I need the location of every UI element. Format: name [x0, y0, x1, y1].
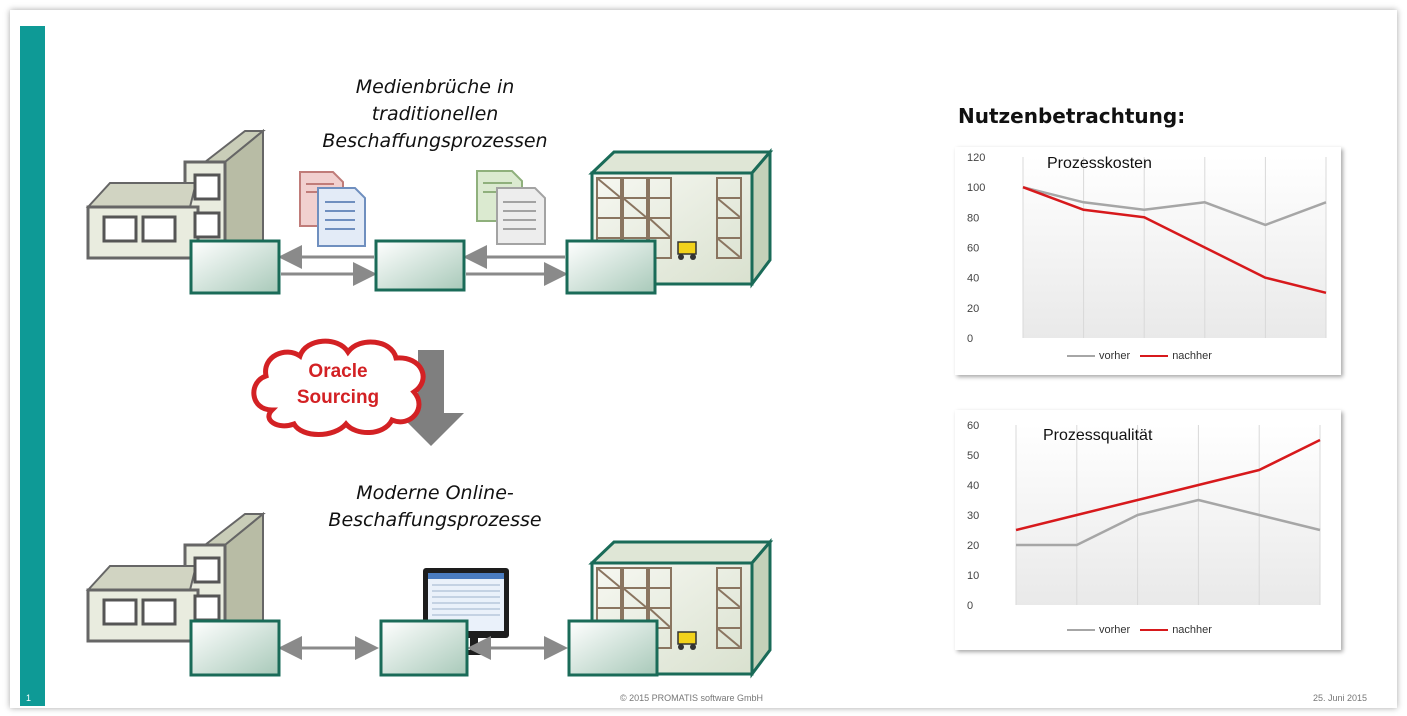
system-box: [189, 619, 281, 677]
y-tick-label: 80: [967, 212, 979, 224]
y-tick-label: 40: [967, 480, 979, 492]
y-tick-label: 40: [967, 273, 979, 285]
footer-copyright: © 2015 PROMATIS software GmbH: [620, 693, 764, 703]
caption-top-line-2: traditionellen: [371, 103, 499, 125]
document-icon: [299, 171, 366, 247]
caption-bottom-line-2: Beschaffungsprozesse: [328, 509, 542, 531]
chart-prozesskosten: Prozesskosten 0 20 40 60 80 100 120 vorher nac…: [955, 147, 1341, 375]
document-icon: [476, 170, 546, 245]
y-tick-label: 60: [967, 420, 979, 432]
chart-prozessqualitaet: Prozessqualität 0 10 20 30 40 50 60 vorher nac…: [955, 410, 1341, 650]
page-title: Nutzenbetrachtung:: [958, 104, 1186, 128]
chart-plot: 0 10 20 30 40 50 60: [967, 420, 1321, 612]
chart-legend: vorher nachher: [1067, 350, 1212, 362]
cloud-line-1: Oracle: [308, 361, 367, 382]
series-line-vorher: [1016, 498, 1321, 547]
legend-swatch-nachher: [1140, 355, 1169, 357]
system-box: [379, 619, 469, 677]
caption-top-line-1: Medienbrüche in: [355, 76, 515, 98]
y-tick-label: 50: [967, 450, 979, 462]
caption-bottom: Moderne Online- Beschaffungsprozesse: [290, 480, 580, 534]
series-line-nachher: [1015, 438, 1321, 532]
y-tick-label: 120: [967, 152, 985, 164]
slide-number: 1: [26, 693, 32, 703]
legend-label: nachher: [1172, 350, 1212, 362]
caption-top: Medienbrüche in traditionellen Beschaffu…: [290, 74, 580, 155]
y-tick-label: 30: [967, 510, 979, 522]
y-tick-label: 0: [967, 333, 973, 345]
system-box: [374, 239, 466, 292]
system-box: [565, 239, 657, 295]
legend-swatch-vorher: [1067, 355, 1095, 357]
legend-swatch-vorher: [1067, 629, 1095, 631]
plot-area: [1016, 425, 1320, 605]
legend-label: vorher: [1099, 624, 1131, 636]
company-building-icon: [85, 128, 266, 260]
y-tick-label: 60: [967, 243, 979, 255]
y-tick-label: 20: [967, 540, 979, 552]
accent-bar: [20, 26, 45, 706]
y-tick-label: 0: [967, 600, 973, 612]
system-box: [189, 239, 281, 295]
chart-title: Prozessqualität: [1043, 427, 1153, 444]
legend-label: vorher: [1099, 350, 1131, 362]
y-tick-label: 10: [967, 570, 979, 582]
series-line-nachher: [1022, 186, 1327, 295]
system-box: [567, 619, 659, 677]
y-tick-label: 20: [967, 303, 979, 315]
footer-date: 25. Juni 2015: [1313, 693, 1368, 703]
chart-legend: vorher nachher: [1067, 624, 1212, 636]
down-arrow-icon: [398, 350, 464, 446]
caption-bottom-line-1: Moderne Online-: [356, 482, 514, 504]
cloud-line-2: Sourcing: [297, 387, 379, 408]
caption-top-line-3: Beschaffungsprozessen: [322, 130, 548, 152]
chart-plot: 0 20 40 60 80 100 120: [967, 152, 1327, 345]
legend-swatch-nachher: [1140, 629, 1169, 631]
y-tick-label: 100: [967, 182, 985, 194]
cloud-icon: [251, 338, 426, 437]
legend-label: nachher: [1172, 624, 1212, 636]
chart-title: Prozesskosten: [1047, 155, 1152, 172]
plot-area: [1023, 157, 1326, 338]
company-building-icon: [85, 511, 266, 643]
series-line-vorher: [1022, 185, 1327, 227]
